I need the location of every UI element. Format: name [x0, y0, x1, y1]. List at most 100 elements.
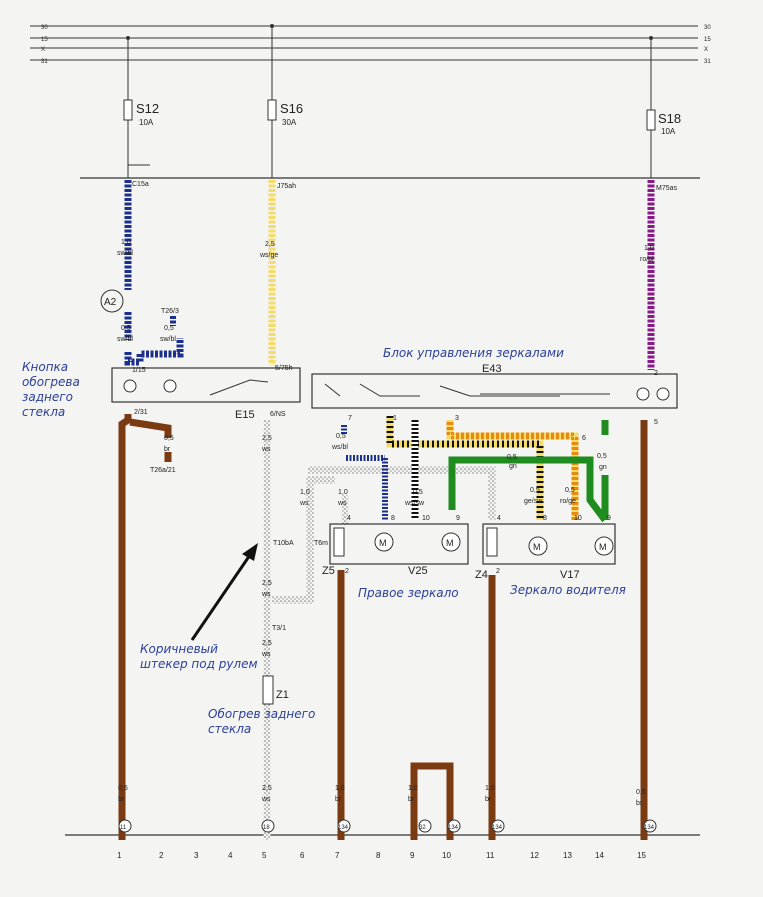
pin-label: 8 — [391, 515, 395, 522]
pin-label: 4 — [497, 515, 501, 522]
diagram-mark — [242, 543, 258, 561]
wire-color: ro/ge — [560, 498, 576, 505]
motor-icon — [374, 532, 394, 552]
fuse-s16-name: S16 — [280, 101, 303, 116]
diagram-mark — [337, 819, 351, 833]
ruler-number: 8 — [376, 851, 381, 860]
bus-labels-left: 30 15 X 31 — [41, 25, 48, 65]
wire-terminal: J75ah — [277, 183, 296, 190]
wire-color: br — [408, 796, 415, 803]
bus-label: 15 — [704, 37, 711, 43]
diagram-mark — [491, 819, 505, 833]
wire-color: sw/bl — [160, 336, 176, 343]
wire-gauge: 0,5 — [636, 789, 646, 796]
wire-terminal: C15a — [132, 181, 149, 188]
fuse-branches — [127, 26, 652, 178]
ruler-number: 13 — [563, 851, 572, 860]
wire-gauge: 0,5 — [530, 487, 540, 494]
pin-label: 8 — [543, 515, 547, 522]
ruler-number: 3 — [194, 851, 199, 860]
pin-label: 1/15 — [132, 367, 146, 374]
annotation-brown-plug: Коричневый штекер под рулем — [140, 642, 258, 671]
fuse-s16-rating: 30A — [282, 118, 297, 127]
wire-green-gn — [448, 420, 609, 523]
lamp-icon — [123, 379, 137, 393]
switch-e15-box — [111, 367, 301, 403]
motor-icon — [594, 536, 614, 556]
diagram-mark — [448, 456, 608, 523]
connector-label: T6m — [314, 540, 328, 547]
wire-color: ws — [299, 500, 309, 507]
wire-gauge: 0,5 — [413, 489, 423, 496]
wire-gauge: 0,5 — [164, 325, 174, 332]
pin-label: 10 — [574, 515, 582, 522]
z5-heater — [333, 527, 345, 557]
pin-label: 10 — [422, 515, 430, 522]
wire-connector: T26/3 — [161, 308, 179, 315]
bus-label: X — [704, 47, 708, 53]
z1-symbol — [262, 675, 274, 705]
lamp-icon — [163, 379, 177, 393]
motor-label: M — [446, 538, 454, 548]
wire-color: ws/ge — [259, 252, 278, 259]
component-z1: Z1 — [276, 689, 289, 701]
wire-gauge: 0,5 — [336, 433, 346, 440]
junction — [126, 36, 130, 40]
ground-labels: 11 18 134 32 134 134 134 — [120, 825, 655, 831]
ruler-number: 10 — [442, 851, 451, 860]
fuse-s12-name: S12 — [136, 101, 159, 116]
wire-color: ws — [261, 591, 271, 598]
ground-point-label: 18 — [263, 825, 270, 831]
wire-color: sw/bl — [117, 336, 133, 343]
junction — [270, 24, 274, 28]
bus-label: X — [41, 47, 45, 53]
fuse-s12-rating: 10A — [139, 118, 154, 127]
diagram-mark — [410, 762, 454, 840]
wire-gauge: 2,5 — [262, 435, 272, 442]
wire-color: br — [164, 446, 171, 453]
pin-label: 2/31 — [134, 409, 148, 416]
wire-gauge: 0,5 — [507, 454, 517, 461]
pin-label: 6/NS — [270, 411, 286, 418]
pin-label: 3 — [455, 415, 459, 422]
wire-gauge: 1,0 — [335, 785, 345, 792]
control-unit-internals — [324, 383, 610, 397]
wire-color: br — [118, 796, 125, 803]
wire-gauge: 2,5 — [265, 241, 275, 248]
bus-label: 30 — [41, 25, 48, 31]
ruler-number: 15 — [637, 851, 646, 860]
wire-ge-sw — [386, 416, 544, 520]
fuse-s18-symbol — [646, 109, 656, 131]
connector-label: T10bA — [273, 540, 294, 547]
wire-color: ws — [261, 796, 271, 803]
ground-point-label: 134 — [338, 825, 349, 831]
ruler-number: 11 — [486, 851, 495, 860]
component-z4: Z4 — [475, 569, 488, 581]
wire-color: ws — [261, 446, 271, 453]
ground-point-label: 11 — [120, 825, 127, 831]
pin-label: 9 — [456, 515, 460, 522]
wire-gauge: 0,5 — [164, 435, 174, 442]
component-v25: V25 — [408, 565, 428, 577]
junction — [649, 36, 653, 40]
wire-ws-bl — [341, 425, 388, 520]
pin-label: 4 — [347, 515, 351, 522]
wire-dotted-ws — [263, 420, 496, 840]
wire-gauge: 1,0 — [300, 489, 310, 496]
diagram-mark — [386, 416, 544, 520]
component-v17: V17 — [560, 569, 580, 581]
z4-heater — [486, 527, 498, 557]
wire-gauge: 1,0 — [338, 489, 348, 496]
annotation-heater-button: Кнопка обогрева заднего стекла — [22, 360, 80, 419]
bus-label: 31 — [41, 59, 48, 65]
wire-color: ws/sw — [404, 500, 425, 507]
wire-color: ge/sw — [524, 498, 543, 505]
diagram-mark — [446, 420, 579, 520]
wire-gauge: 0,5 — [565, 487, 575, 494]
pin-label: 5 — [654, 419, 658, 426]
lamp-icon — [636, 387, 650, 401]
ground-point-label: 134 — [448, 825, 459, 831]
wire-color: br — [636, 800, 643, 807]
wire-gauge: 0,5 — [597, 453, 607, 460]
wire-gauge: 1,0 — [408, 785, 418, 792]
